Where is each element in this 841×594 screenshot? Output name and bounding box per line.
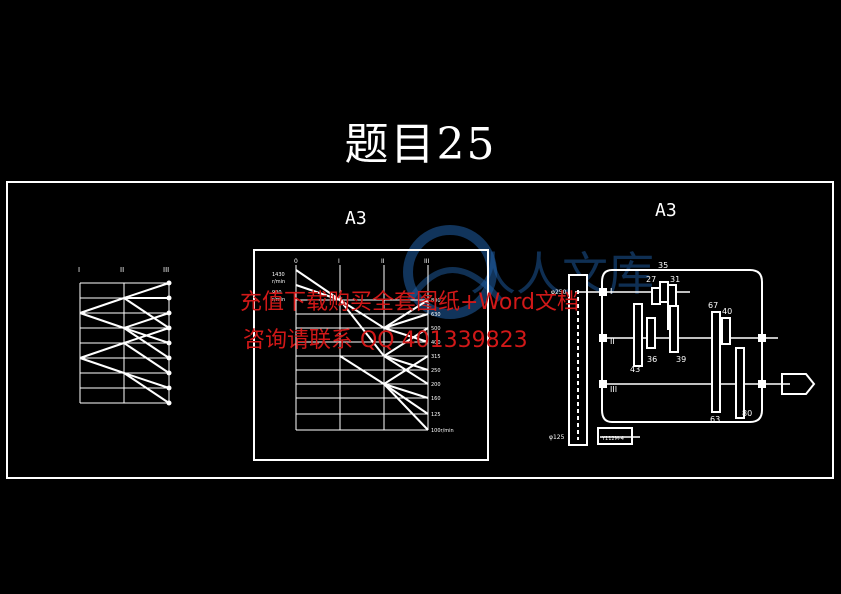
svg-text:0: 0 bbox=[294, 258, 298, 265]
paper-size-label-left: A3 bbox=[345, 208, 367, 229]
speed-chart-left-labels: 1430 r/min 900 r/min bbox=[272, 272, 285, 303]
svg-text:80: 80 bbox=[742, 409, 752, 418]
svg-text:39: 39 bbox=[676, 355, 686, 364]
svg-text:67: 67 bbox=[708, 301, 718, 310]
gearbox-labels: I II III 35 27 31 67 40 43 36 39 63 80 φ… bbox=[549, 261, 752, 442]
svg-text:I: I bbox=[338, 258, 340, 265]
svg-text:900: 900 bbox=[272, 290, 282, 296]
gearbox-housing bbox=[601, 269, 763, 423]
svg-text:400: 400 bbox=[431, 340, 441, 346]
svg-text:63: 63 bbox=[710, 415, 720, 424]
svg-text:II: II bbox=[381, 258, 385, 265]
svg-text:36: 36 bbox=[647, 355, 657, 364]
watermark-line-2: 咨询请联系 QQ 401339823 bbox=[243, 328, 528, 353]
svg-text:III: III bbox=[424, 258, 430, 265]
svg-text:31: 31 bbox=[670, 275, 680, 284]
bearings bbox=[599, 288, 766, 388]
page-title: 题目25 bbox=[344, 119, 497, 170]
svg-text:160: 160 bbox=[431, 396, 441, 402]
motor bbox=[597, 427, 633, 445]
svg-text:250: 250 bbox=[431, 368, 441, 374]
paper-size-label-right: A3 bbox=[655, 200, 677, 221]
svg-text:315: 315 bbox=[431, 354, 441, 360]
net-axis-labels: I II III bbox=[78, 266, 169, 274]
svg-text:I: I bbox=[610, 287, 612, 296]
svg-text:φ250: φ250 bbox=[551, 289, 567, 296]
svg-text:800: 800 bbox=[431, 298, 441, 304]
speed-chart-speed-labels: 800 630 500 400 315 250 200 160 125 100r… bbox=[431, 298, 454, 434]
svg-text:r/min: r/min bbox=[272, 279, 285, 285]
svg-text:100r/min: 100r/min bbox=[431, 428, 454, 434]
svg-text:II: II bbox=[120, 266, 124, 274]
svg-text:43: 43 bbox=[630, 365, 640, 374]
speed-chart-rays bbox=[295, 269, 429, 431]
logo-mark bbox=[407, 267, 503, 302]
svg-text:III: III bbox=[163, 266, 169, 274]
svg-text:1430: 1430 bbox=[272, 272, 285, 278]
svg-text:II: II bbox=[610, 337, 615, 346]
watermark-line-1: 充值下载购买全套图纸+Word文档 bbox=[240, 290, 579, 315]
svg-text:Y112M-4: Y112M-4 bbox=[601, 436, 624, 442]
net-nodes bbox=[166, 280, 172, 406]
drawing-frame bbox=[6, 181, 834, 479]
svg-text:40: 40 bbox=[722, 307, 732, 316]
shafts bbox=[575, 291, 790, 438]
svg-text:630: 630 bbox=[431, 312, 441, 318]
svg-text:φ125: φ125 bbox=[549, 434, 565, 441]
speed-chart-border bbox=[253, 249, 489, 461]
net-rays bbox=[79, 282, 170, 404]
svg-text:35: 35 bbox=[658, 261, 668, 270]
svg-text:III: III bbox=[610, 385, 617, 394]
svg-text:125: 125 bbox=[431, 412, 441, 418]
svg-text:r/min: r/min bbox=[272, 297, 285, 303]
gears bbox=[633, 281, 745, 419]
logo-circle bbox=[403, 225, 497, 319]
speed-chart-axis-labels: 0 I II III bbox=[294, 258, 430, 265]
svg-text:27: 27 bbox=[646, 275, 656, 284]
svg-text:500: 500 bbox=[431, 326, 441, 332]
svg-text:I: I bbox=[78, 266, 80, 274]
svg-text:200: 200 bbox=[431, 382, 441, 388]
spindle-cone bbox=[781, 373, 816, 395]
